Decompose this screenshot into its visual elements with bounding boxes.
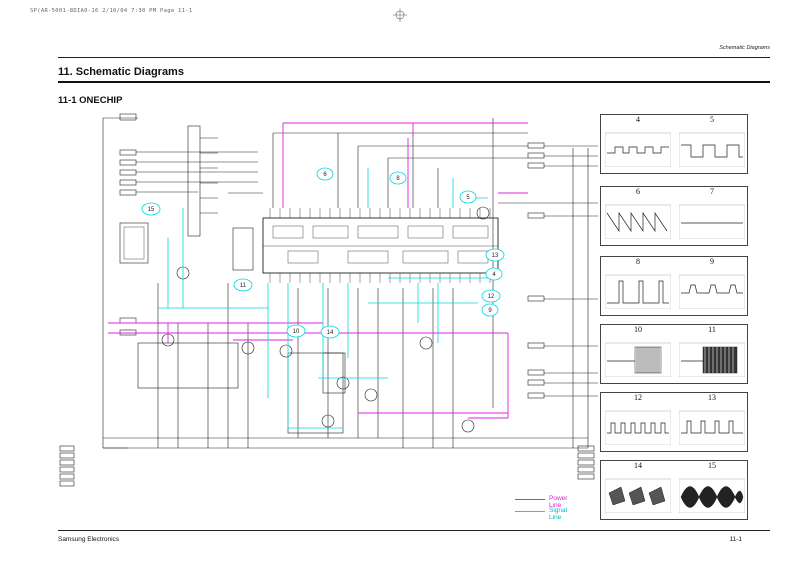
svg-text:6: 6 [323, 172, 327, 178]
waveform-cell: 11 [675, 325, 749, 383]
footer-rule [58, 530, 770, 531]
svg-text:12: 12 [488, 294, 495, 300]
title-rule [58, 81, 770, 83]
svg-text:9: 9 [488, 308, 492, 314]
marker-4: 4 [485, 267, 503, 281]
waveform-cell: 12 [601, 393, 675, 451]
waveform-plot [679, 274, 745, 309]
svg-text:11: 11 [240, 283, 247, 289]
waveform-cell: 7 [675, 187, 749, 245]
waveform-row: 8 9 [600, 256, 748, 316]
waveform-plot [679, 204, 745, 239]
waveform-plot [605, 410, 671, 445]
waveform-label: 9 [710, 257, 714, 266]
footer-company: Samsung Electronics [58, 536, 120, 543]
waveform-label: 15 [708, 461, 716, 470]
page-title: 11. Schematic Diagrams [58, 66, 184, 78]
waveform-label: 7 [710, 187, 714, 196]
marker-6: 6 [316, 167, 334, 181]
waveform-cell: 14 [601, 461, 675, 519]
waveform-label: 8 [636, 257, 640, 266]
legend-label: Power Line [549, 495, 568, 509]
svg-text:8: 8 [396, 176, 400, 182]
svg-text:13: 13 [492, 253, 499, 259]
section-subtitle: 11-1 ONECHIP [58, 95, 123, 106]
header-rule [58, 57, 770, 58]
waveform-row: 14 15 [600, 460, 748, 520]
waveform-row: 12 13 [600, 392, 748, 452]
marker-15: 15 [141, 202, 161, 216]
waveform-plot [605, 132, 671, 167]
section-header: Schematic Diagrams [719, 45, 770, 51]
waveform-plot [605, 204, 671, 239]
marker-11: 11 [233, 278, 253, 292]
waveform-row: 6 7 [600, 186, 748, 246]
marker-9: 9 [481, 303, 499, 317]
marker-13: 13 [485, 248, 505, 262]
waveform-plot [679, 132, 745, 167]
signal-line-swatch [515, 511, 545, 512]
waveform-plot [679, 478, 745, 513]
waveform-plot [605, 274, 671, 309]
onechip-schematic: 6 8 5 15 13 4 11 12 9 10 14 [59, 113, 598, 487]
svg-text:5: 5 [466, 195, 470, 201]
waveform-plot [679, 410, 745, 445]
waveform-label: 10 [634, 325, 642, 334]
waveform-label: 13 [708, 393, 716, 402]
waveform-row: 4 5 [600, 114, 748, 174]
waveform-cell: 5 [675, 115, 749, 173]
svg-text:4: 4 [492, 272, 496, 278]
svg-text:10: 10 [293, 329, 300, 335]
waveform-label: 14 [634, 461, 642, 470]
waveform-label: 11 [708, 325, 716, 334]
waveform-label: 12 [634, 393, 642, 402]
marker-10: 10 [286, 324, 306, 338]
marker-5: 5 [459, 190, 477, 204]
marker-8: 8 [389, 171, 407, 185]
marker-12: 12 [481, 289, 501, 303]
waveform-cell: 10 [601, 325, 675, 383]
marker-14: 14 [320, 325, 340, 339]
waveform-plot [605, 478, 671, 513]
legend-label: Signal Line [549, 507, 568, 521]
svg-text:15: 15 [148, 207, 155, 213]
svg-text:14: 14 [327, 330, 334, 336]
print-header: SP(AR-5001-8DIA0-16 2/10/04 7:30 PM Page… [30, 8, 193, 14]
waveform-label: 5 [710, 115, 714, 124]
waveform-cell: 9 [675, 257, 749, 315]
waveform-label: 6 [636, 187, 640, 196]
page-number: 11-1 [729, 536, 742, 543]
waveform-cell: 13 [675, 393, 749, 451]
waveform-cell: 15 [675, 461, 749, 519]
power-line-swatch [515, 499, 545, 500]
waveform-label: 4 [636, 115, 640, 124]
waveform-plot [605, 342, 671, 377]
waveform-cell: 8 [601, 257, 675, 315]
waveform-cell: 6 [601, 187, 675, 245]
waveform-cell: 4 [601, 115, 675, 173]
registration-mark-icon [393, 8, 407, 22]
waveform-row: 10 11 [600, 324, 748, 384]
waveform-plot [679, 342, 745, 377]
